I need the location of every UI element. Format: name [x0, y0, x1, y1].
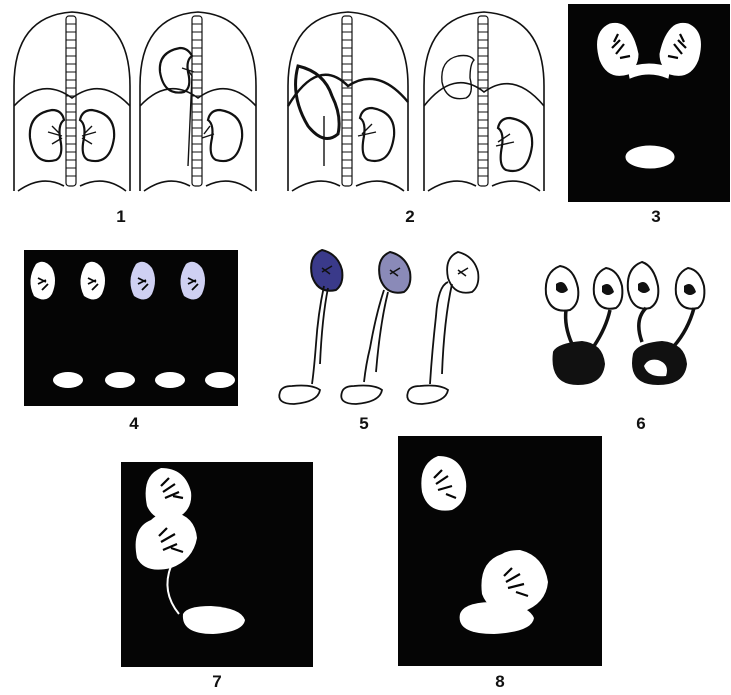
kidney-contrast	[379, 252, 410, 293]
torso-outline	[288, 12, 408, 191]
panel-8-xray	[398, 436, 602, 666]
diaphragm	[288, 75, 408, 106]
kidney-right	[208, 110, 242, 161]
diaphragm	[140, 89, 256, 106]
panel-6-diagram	[538, 256, 720, 388]
panel-5-diagram	[272, 244, 494, 412]
figure-label-3: 3	[641, 207, 671, 227]
torso-outline	[140, 12, 256, 191]
ureter	[430, 282, 452, 384]
figure-label-4: 4	[119, 414, 149, 434]
diaphragm	[14, 89, 130, 106]
panel-1-diagram	[8, 6, 260, 196]
bladder	[626, 146, 674, 168]
renal-pelvis	[48, 126, 96, 144]
bladder	[279, 386, 320, 405]
ureter	[496, 134, 514, 146]
bladder	[407, 386, 448, 405]
bladder-filled	[554, 342, 605, 384]
figure-label-2: 2	[395, 207, 425, 227]
ureter	[324, 116, 376, 166]
spine-column	[342, 16, 488, 186]
ureter	[312, 286, 328, 384]
figure-label-1: 1	[106, 207, 136, 227]
panel-4-xray	[24, 250, 238, 406]
bladder	[341, 386, 382, 405]
panel-2-diagram	[284, 6, 552, 196]
ureter	[639, 308, 694, 346]
ureter	[566, 310, 610, 346]
spine-column	[66, 16, 202, 186]
figure-label-5: 5	[349, 414, 379, 434]
figure-label-8: 8	[485, 672, 515, 692]
panel-3-xray	[568, 4, 730, 202]
figure-label-7: 7	[202, 672, 232, 692]
panel-7-xray	[121, 462, 313, 667]
ureter	[364, 290, 388, 382]
torso-outline	[14, 12, 130, 191]
figure-label-6: 6	[626, 414, 656, 434]
kidney-displaced	[442, 56, 474, 99]
kidney-contrast	[311, 250, 342, 291]
diaphragm	[424, 83, 544, 106]
